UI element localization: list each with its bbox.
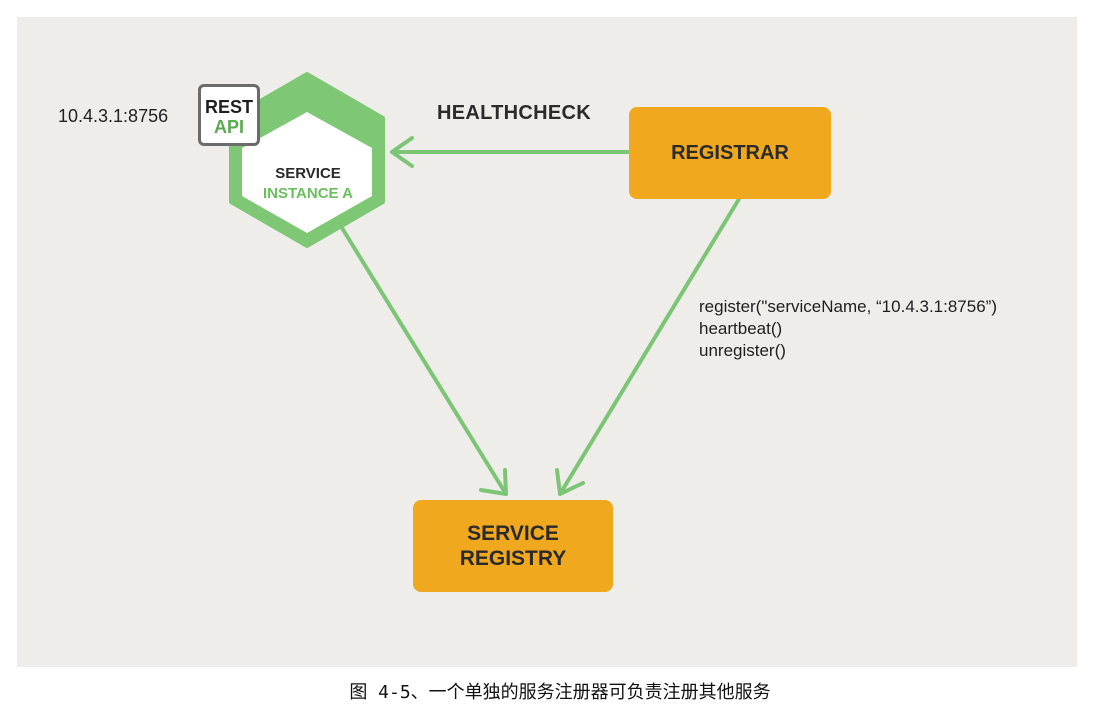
registrar-api-calls: register("serviceName, “10.4.3.1:8756”) …: [699, 296, 997, 362]
ip-address-label: 10.4.3.1:8756: [58, 106, 169, 126]
registrar-to-registry-arrowhead: [555, 468, 585, 496]
service-registry-box: SERVICE REGISTRY: [413, 500, 613, 592]
registrar-label: REGISTRAR: [671, 141, 789, 164]
healthcheck-arrowhead: [390, 136, 414, 168]
rest-api-line1: REST: [204, 97, 253, 117]
rest-api-badge: REST API: [198, 84, 260, 146]
service-registry-line1: SERVICE: [467, 522, 559, 545]
service-instance-label: SERVICE INSTANCE A: [238, 164, 378, 204]
service-instance-line1: SERVICE: [275, 165, 341, 182]
service-instance-inner: [242, 112, 372, 233]
api-call-unregister: unregister(): [699, 341, 786, 360]
service-registry-line2: REGISTRY: [459, 547, 567, 570]
registrar-box: REGISTRAR: [629, 107, 831, 199]
api-call-heartbeat: heartbeat(): [699, 319, 783, 338]
registrar-to-registry-arrow: [558, 197, 741, 496]
rest-api-line2: API: [213, 117, 244, 137]
service-to-registry-arrow: [340, 226, 508, 496]
service-to-registry-arrowhead: [479, 468, 508, 496]
service-instance-line2: INSTANCE A: [263, 185, 353, 202]
figure-caption: 图 4-5、一个单独的服务注册器可负责注册其他服务: [349, 682, 771, 703]
healthcheck-label: HEALTHCHECK: [437, 102, 592, 124]
api-call-register: register("serviceName, “10.4.3.1:8756”): [699, 297, 997, 316]
